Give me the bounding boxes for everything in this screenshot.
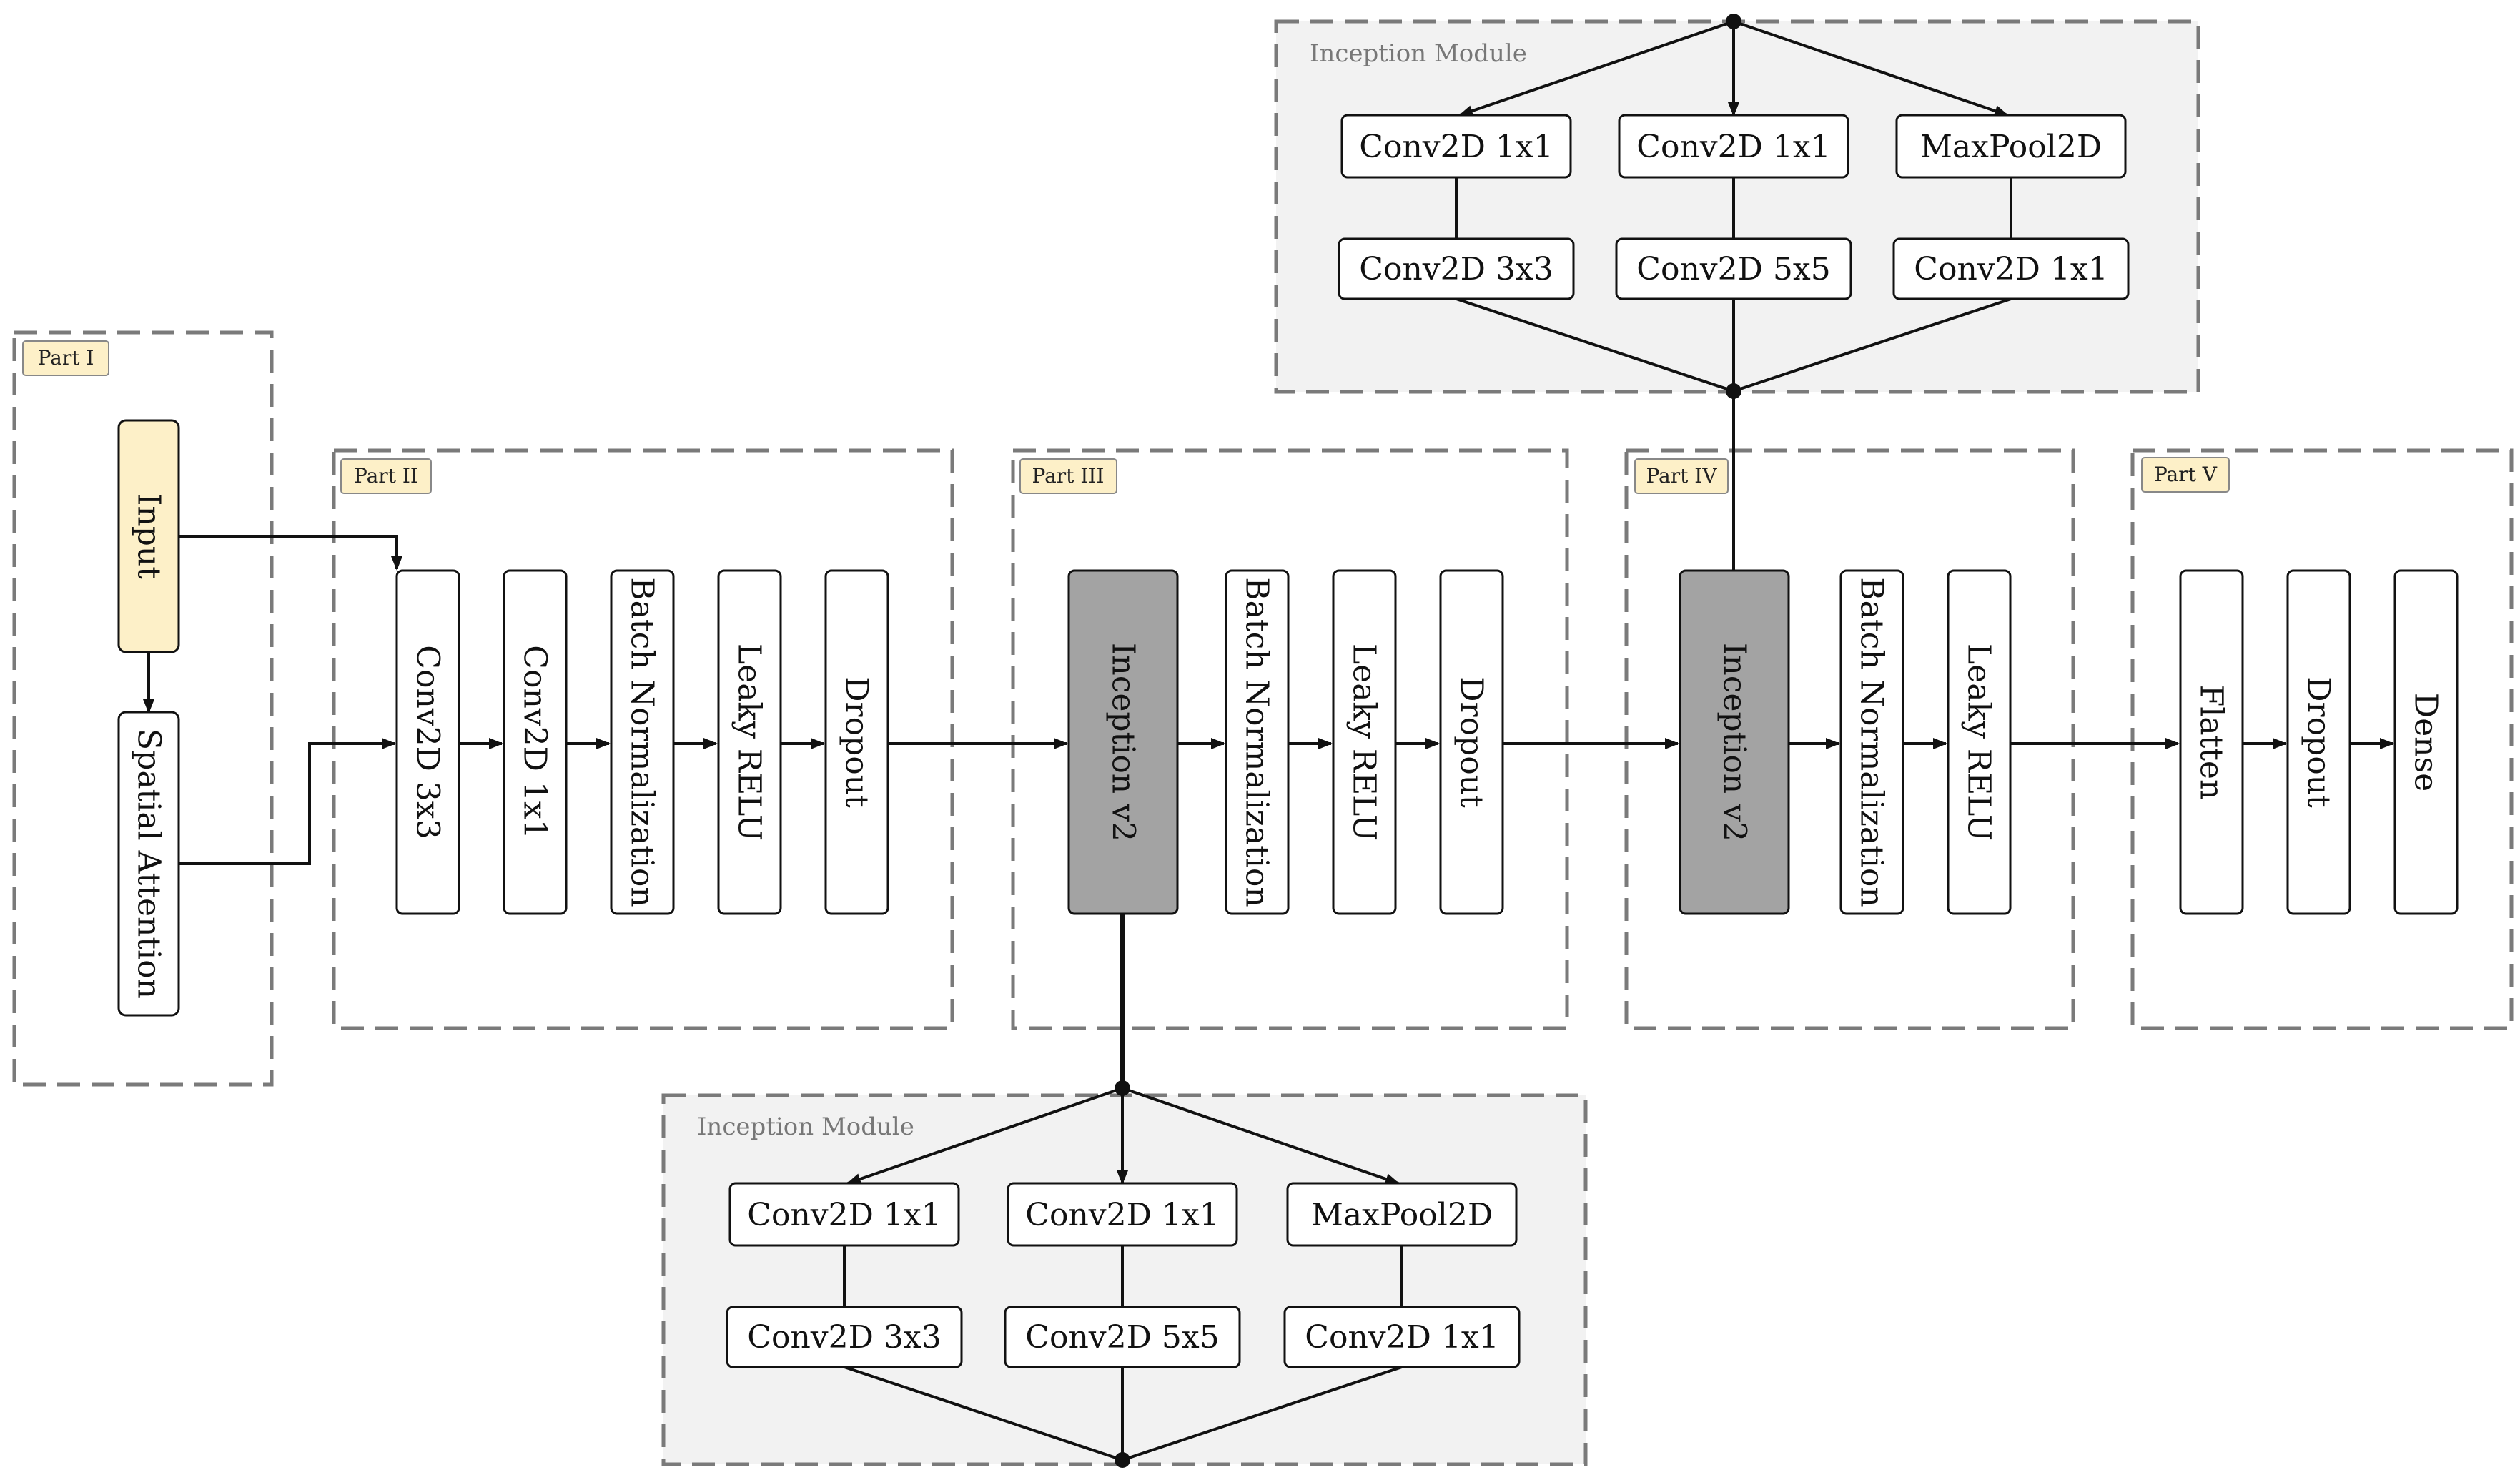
- input-label: Input: [131, 493, 167, 579]
- p5-dropout-label: Dropout: [2301, 676, 2337, 808]
- bottom-module-conv1x1-c: Conv2D 1x1: [1283, 1306, 1521, 1368]
- bottom-module-maxpool: MaxPool2D: [1286, 1182, 1518, 1247]
- junction-dot-bottom-split: [1115, 1080, 1130, 1096]
- merge-bottom-1: [844, 1366, 1123, 1461]
- p4-inception-label: Inception v2: [1716, 643, 1753, 842]
- junction-dot-bottom-merge: [1115, 1452, 1130, 1468]
- p4-inception-block: Inception v2: [1679, 569, 1790, 915]
- p5-dense-label: Dense: [2408, 693, 2444, 791]
- part-2-label: Part II: [354, 464, 418, 488]
- top-module-conv3x3-label: Conv2D 3x3: [1359, 251, 1553, 287]
- p3-inception-block: Inception v2: [1067, 569, 1179, 915]
- p3-leaky-relu-label: Leaky RELU: [1346, 643, 1383, 841]
- part-1-tag: Part I: [22, 340, 109, 376]
- p2-batch-norm-label: Batch Normalization: [624, 577, 661, 907]
- bottom-module-conv1x1-c-label: Conv2D 1x1: [1305, 1319, 1498, 1356]
- part-1-panel: [12, 330, 274, 1087]
- top-module-conv1x1-a-label: Conv2D 1x1: [1359, 129, 1553, 165]
- arrow-bottom-fan-3: [1122, 1087, 1400, 1185]
- merge-bottom-3: [1122, 1366, 1403, 1461]
- p2-leaky-relu-block: Leaky RELU: [717, 569, 782, 915]
- arrow-top-fan-3: [1733, 20, 2009, 117]
- part-1-label: Part I: [38, 346, 94, 370]
- spatial-attention-block: Spatial Attention: [117, 711, 180, 1017]
- spatial-attention-label: Spatial Attention: [131, 729, 167, 999]
- p4-leaky-relu-block: Leaky RELU: [1947, 569, 2012, 915]
- top-module-conv1x1-b: Conv2D 1x1: [1618, 114, 1849, 179]
- p2-conv1x1-block: Conv2D 1x1: [503, 569, 568, 915]
- p3-dropout-block: Dropout: [1439, 569, 1504, 915]
- connectors: [143, 20, 2394, 1461]
- top-module-conv1x1-b-label: Conv2D 1x1: [1636, 129, 1830, 165]
- part-4-tag: Part IV: [1634, 458, 1729, 494]
- p2-dropout-label: Dropout: [839, 676, 875, 808]
- p5-dropout-block: Dropout: [2286, 569, 2351, 915]
- junction-dot-top-merge: [1726, 383, 1741, 399]
- inception-module-bottom-title: Inception Module: [697, 1113, 914, 1141]
- p3-leaky-relu-block: Leaky RELU: [1332, 569, 1397, 915]
- p3-batch-norm-label: Batch Normalization: [1239, 577, 1275, 907]
- part-2-tag: Part II: [340, 458, 432, 494]
- p4-leaky-relu-label: Leaky RELU: [1961, 643, 1997, 841]
- top-module-conv1x1-c: Conv2D 1x1: [1892, 237, 2130, 300]
- arrow-bottom-fan-1: [846, 1087, 1123, 1185]
- top-module-maxpool: MaxPool2D: [1895, 114, 2127, 179]
- p3-batch-norm-block: Batch Normalization: [1225, 569, 1290, 915]
- top-module-conv3x3: Conv2D 3x3: [1338, 237, 1575, 300]
- part-5-label: Part V: [2154, 463, 2218, 486]
- bottom-module-conv1x1-b-label: Conv2D 1x1: [1025, 1197, 1219, 1233]
- arrow-top-fan-1: [1458, 20, 1734, 117]
- p2-leaky-relu-label: Leaky RELU: [731, 643, 768, 841]
- arrow-input-to-conv3: [179, 535, 402, 571]
- p4-batch-norm-block: Batch Normalization: [1839, 569, 1904, 915]
- part-4-panel: [1624, 448, 2075, 1030]
- p3-dropout-label: Dropout: [1453, 676, 1490, 808]
- top-module-maxpool-label: MaxPool2D: [1920, 129, 2102, 165]
- bottom-module-conv5x5: Conv2D 5x5: [1004, 1306, 1241, 1368]
- p3-inception-label: Inception v2: [1105, 643, 1142, 842]
- p2-conv3x3-block: Conv2D 3x3: [395, 569, 460, 915]
- p5-dense-block: Dense: [2393, 569, 2459, 915]
- top-module-conv5x5: Conv2D 5x5: [1615, 237, 1852, 300]
- p5-flatten-label: Flatten: [2193, 685, 2230, 800]
- inception-module-bottom-panel: [661, 1093, 1588, 1466]
- merge-top-3: [1733, 297, 2012, 393]
- top-module-conv1x1-a: Conv2D 1x1: [1340, 114, 1572, 179]
- bottom-module-conv3x3-label: Conv2D 3x3: [747, 1319, 941, 1356]
- bottom-module-conv1x1-a-label: Conv2D 1x1: [747, 1197, 941, 1233]
- part-3-panel: [1011, 448, 1569, 1030]
- inception-module-top-title: Inception Module: [1310, 39, 1527, 68]
- arrow-attention-to-conv3: [179, 738, 396, 865]
- bottom-module-conv1x1-a: Conv2D 1x1: [728, 1182, 960, 1247]
- p2-conv3x3-label: Conv2D 3x3: [410, 645, 446, 839]
- part-2-panel: [332, 448, 954, 1030]
- part-3-label: Part III: [1032, 464, 1105, 488]
- part-3-tag: Part III: [1019, 458, 1117, 494]
- junction-dot-top-split: [1726, 14, 1741, 29]
- bottom-module-maxpool-label: MaxPool2D: [1311, 1197, 1493, 1233]
- top-module-conv1x1-c-label: Conv2D 1x1: [1914, 251, 2108, 287]
- bottom-module-conv5x5-label: Conv2D 5x5: [1025, 1319, 1219, 1356]
- merge-top-1: [1456, 297, 1734, 393]
- bottom-module-conv1x1-b: Conv2D 1x1: [1007, 1182, 1238, 1247]
- top-module-conv5x5-label: Conv2D 5x5: [1636, 251, 1830, 287]
- p2-conv1x1-label: Conv2D 1x1: [517, 645, 553, 839]
- p4-batch-norm-label: Batch Normalization: [1854, 577, 1890, 907]
- part-4-label: Part IV: [1646, 464, 1717, 488]
- inception-module-top-panel: [1274, 19, 2200, 394]
- input-block: Input: [117, 419, 180, 653]
- part-5-panel: [2130, 448, 2514, 1030]
- p2-dropout-block: Dropout: [824, 569, 889, 915]
- bottom-module-conv3x3: Conv2D 3x3: [726, 1306, 963, 1368]
- part-5-tag: Part V: [2141, 457, 2230, 493]
- p2-batch-norm-block: Batch Normalization: [610, 569, 675, 915]
- p5-flatten-block: Flatten: [2179, 569, 2244, 915]
